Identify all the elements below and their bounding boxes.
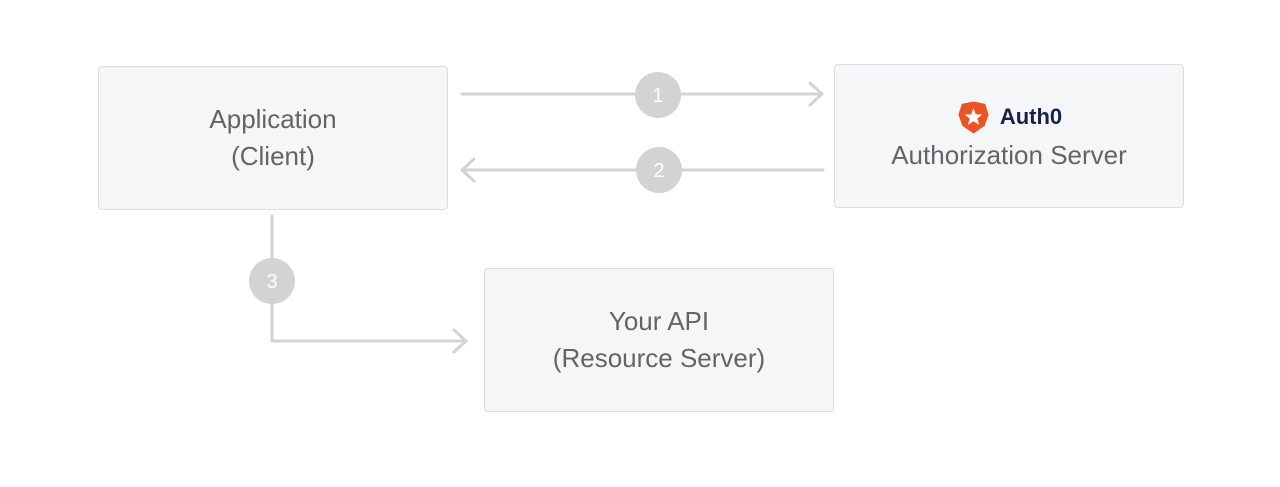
auth0-shield-icon — [958, 100, 989, 134]
auth0-brand: Auth0 — [956, 100, 1062, 135]
auth0-brand-name: Auth0 — [999, 104, 1063, 129]
step-badge-1: 1 — [635, 72, 681, 118]
client-title: Application — [209, 104, 337, 134]
api-subtitle: (Resource Server) — [552, 343, 766, 373]
step-badge-1-label: 1 — [652, 85, 663, 107]
auth-server-node: Auth0 Authorization Server — [834, 64, 1184, 208]
arrow-auth-to-client — [460, 157, 825, 183]
api-title: Your API — [608, 306, 710, 336]
arrow-client-to-auth — [460, 81, 824, 107]
step-badge-3-label: 3 — [266, 271, 277, 293]
client-subtitle: (Client) — [231, 141, 315, 171]
api-node: Your API (Resource Server) — [484, 268, 834, 412]
step-badge-3: 3 — [249, 258, 295, 304]
auth-server-label: Authorization Server — [891, 139, 1127, 170]
arrow-client-to-api — [270, 214, 468, 354]
step-badge-2: 2 — [636, 147, 682, 193]
client-node: Application (Client) — [98, 66, 448, 210]
step-badge-2-label: 2 — [653, 160, 664, 182]
